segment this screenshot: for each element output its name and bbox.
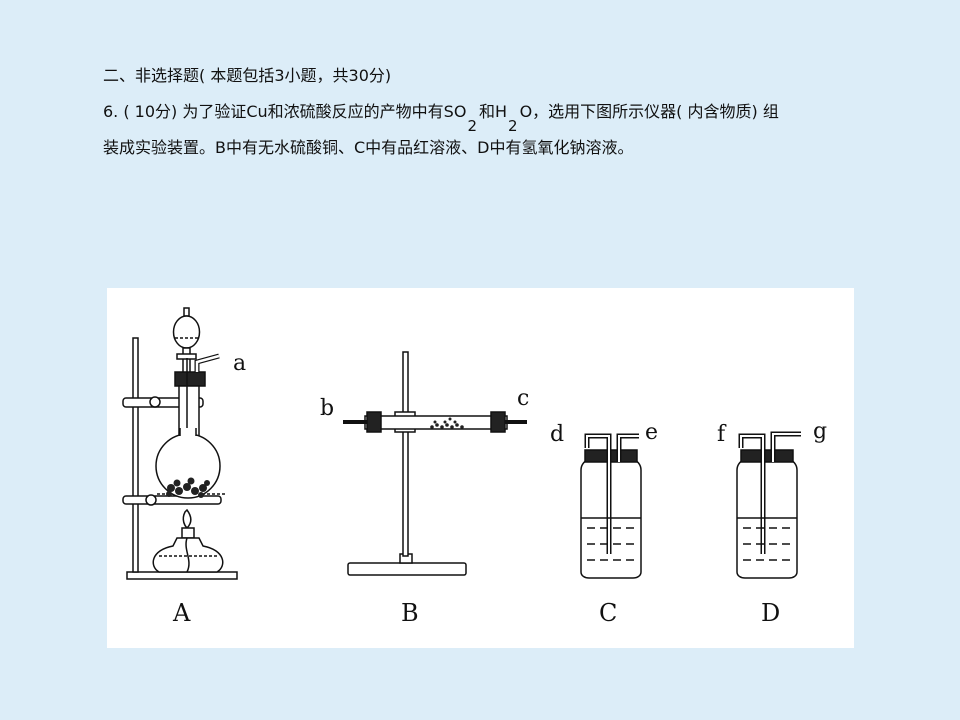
label-f: f	[717, 422, 727, 447]
label-g: g	[813, 419, 827, 444]
stand-base	[126, 571, 238, 580]
magenta-solution	[587, 527, 637, 561]
subscript: 2	[467, 117, 477, 135]
copper-pieces	[166, 477, 210, 498]
anhydrous-copper-sulfate	[430, 417, 464, 429]
caption-a: A	[172, 599, 191, 627]
alcohol-lamp	[152, 508, 224, 573]
label-e: e	[645, 420, 658, 445]
stopper	[174, 371, 206, 387]
bottle-stopper	[740, 449, 794, 463]
stand-rod	[132, 337, 139, 573]
label-c: c	[517, 386, 529, 411]
apparatus-d: f g D	[717, 419, 827, 627]
section-title: 二、非选择题( 本题包括3小题，共30分)	[103, 66, 392, 85]
caption-c: C	[599, 599, 617, 627]
sodium-hydroxide-solution	[743, 527, 793, 561]
drying-tube	[343, 411, 527, 433]
apparatus-b: b c B	[320, 351, 529, 627]
ring-support	[122, 495, 222, 505]
question-line-2: 装成实验装置。B中有无水硫酸铜、C中有品红溶液、D中有氢氧化钠溶液。	[103, 138, 634, 157]
apparatus-figure: a A	[107, 288, 854, 648]
apparatus-c: d e C	[550, 420, 658, 627]
subscript: 2	[508, 117, 518, 135]
label-a: a	[233, 351, 246, 376]
label-b: b	[320, 396, 334, 421]
caption-b: B	[401, 599, 419, 627]
question-line-1: 6. ( 10分) 为了验证Cu和浓硫酸反应的产物中有SO2和H2O，选用下图所…	[103, 102, 779, 135]
question-text: 二、非选择题( 本题包括3小题，共30分) 6. ( 10分) 为了验证Cu和浓…	[103, 58, 883, 166]
apparatus-diagram: a A	[122, 307, 827, 627]
label-d: d	[550, 422, 564, 447]
apparatus-a: a A	[122, 307, 246, 627]
stand-base	[347, 562, 467, 576]
stand-rod	[402, 351, 409, 557]
caption-d: D	[761, 599, 780, 627]
